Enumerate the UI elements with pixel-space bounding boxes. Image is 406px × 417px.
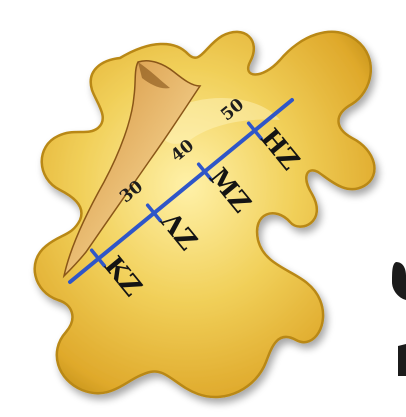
adjacent-piece-edge <box>392 262 406 300</box>
puzzle-piece <box>35 32 375 397</box>
adjacent-piece-edge-lower <box>398 344 406 376</box>
